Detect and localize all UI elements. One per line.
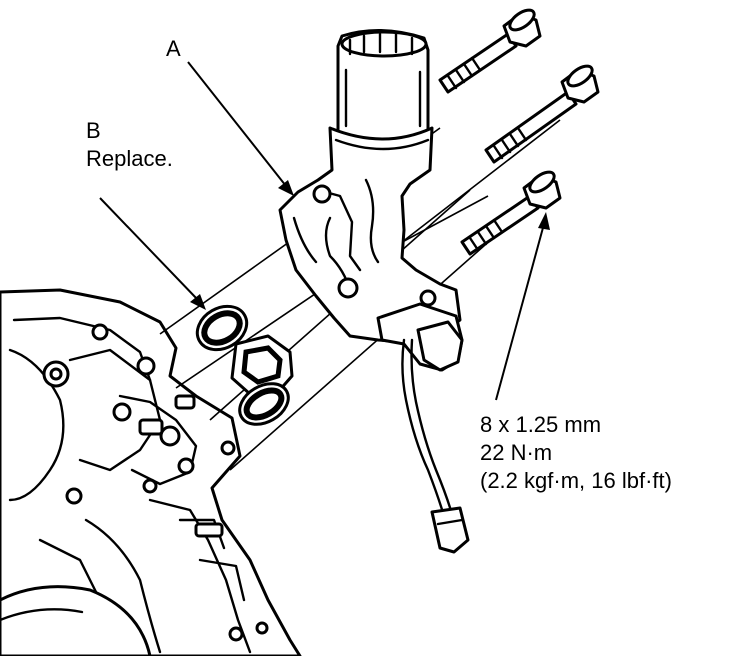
bolt-size-spec: 8 x 1.25 mm	[480, 412, 601, 437]
torque-alt-spec: (2.2 kgf·m, 16 lbf·ft)	[480, 468, 672, 493]
leader-lines	[99, 61, 550, 401]
engine-block	[0, 288, 302, 656]
bolt-3	[460, 170, 562, 256]
gasket-set	[195, 304, 294, 426]
callout-a-letter: A	[166, 36, 181, 61]
filter-housing	[278, 126, 470, 554]
callout-b-letter: B	[86, 118, 101, 143]
bolt-2	[484, 64, 600, 164]
callout-b-note: Replace.	[86, 146, 173, 171]
oil-filter	[336, 29, 430, 142]
bolt-1	[438, 8, 542, 94]
torque-nm-spec: 22 N·m	[480, 440, 552, 465]
